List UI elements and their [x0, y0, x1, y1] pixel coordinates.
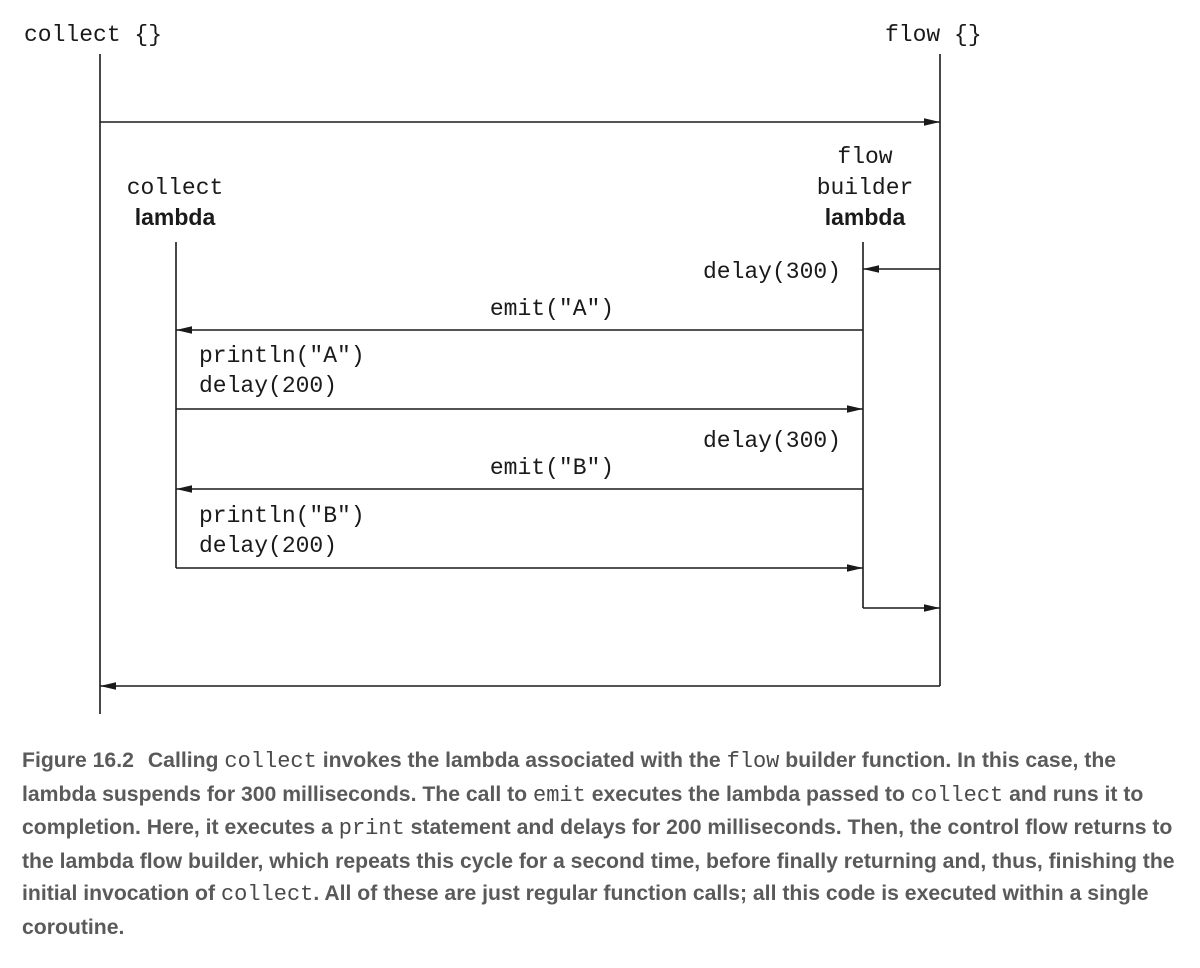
caption-text: Calling [147, 749, 225, 772]
caption-text: builder function. In this case, the lamb… [22, 749, 1117, 806]
caption-code: flow [726, 749, 780, 774]
collect-header-label: collect {} [24, 22, 162, 48]
emit-b-label: emit("B") [490, 455, 614, 481]
flow-lambda-label-2: builder [817, 175, 914, 201]
flow-header-label: flow {} [885, 22, 982, 48]
delay-300-b-label: delay(300) [703, 428, 841, 454]
caption-text: . All of these are just regular function… [22, 882, 1149, 939]
delay-300-a-label: delay(300) [703, 259, 841, 285]
caption-code: collect [220, 882, 314, 907]
println-b-label: println("B") [199, 503, 365, 529]
delay-200-a-label: delay(200) [199, 373, 337, 399]
println-a-label: println("A") [199, 343, 365, 369]
caption-code: collect [910, 782, 1004, 808]
collect-lambda-label-bold: lambda [135, 204, 216, 230]
caption-text: and runs it to completion. Here, it exec… [22, 782, 1144, 840]
caption-code: emit [533, 782, 586, 808]
figure-label: Figure 16.2 [22, 749, 134, 772]
sequence-diagram: collect {} flow {} collect lambda flow b… [24, 22, 982, 714]
emit-a-label: emit("A") [490, 296, 614, 322]
delay-200-b-label: delay(200) [199, 533, 337, 559]
collect-lambda-label: collect [127, 175, 224, 201]
caption-text: executes the lambda passed to [585, 782, 911, 806]
flow-lambda-label-bold: lambda [825, 204, 906, 230]
caption-text: statement and delays for 200 millisecond… [22, 816, 1175, 905]
figure-caption: Figure 16.2 Calling collect invokes the l… [22, 745, 1182, 944]
caption-text: invokes the lambda associated with the [316, 749, 727, 772]
flow-lambda-label-1: flow [837, 144, 892, 170]
caption-code: collect [224, 749, 317, 774]
caption-code: print [338, 816, 405, 841]
